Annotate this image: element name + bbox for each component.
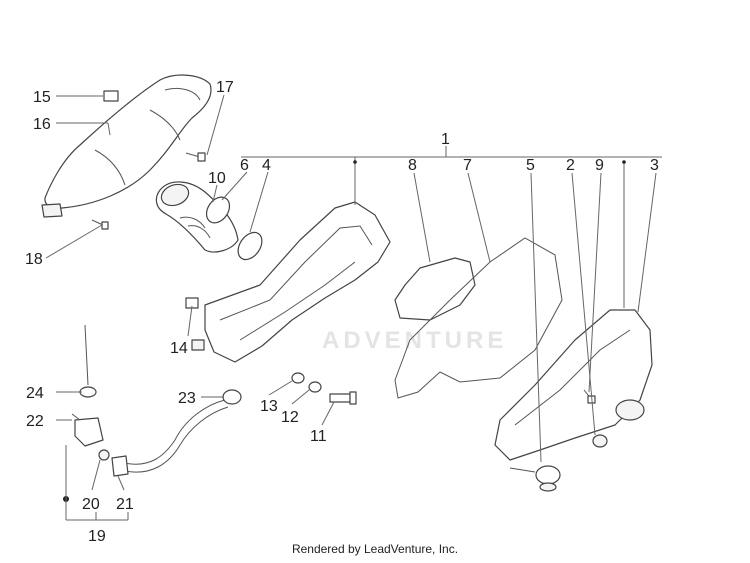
drain-pipe-part-23 bbox=[119, 389, 242, 473]
plug-part-2 bbox=[592, 434, 608, 448]
hose-part-10 bbox=[155, 181, 239, 253]
callout-18: 18 bbox=[25, 251, 43, 268]
callout-6: 6 bbox=[240, 157, 249, 174]
callout-labels: 1 2 3 4 5 6 7 8 9 10 11 12 13 14 15 16 1… bbox=[25, 79, 659, 545]
drain-screw-part-5 bbox=[509, 465, 561, 492]
callout-11: 11 bbox=[310, 428, 327, 445]
callout-16: 16 bbox=[33, 116, 51, 133]
callout-13: 13 bbox=[260, 398, 278, 415]
screw-part-22 bbox=[71, 413, 81, 421]
callout-7: 7 bbox=[463, 157, 472, 174]
callout-15: 15 bbox=[33, 89, 51, 106]
callout-4: 4 bbox=[262, 157, 271, 174]
callout-24: 24 bbox=[26, 385, 44, 402]
callout-5: 5 bbox=[526, 157, 535, 174]
screw-part-17 bbox=[185, 152, 206, 162]
clip-part-15 bbox=[103, 90, 119, 102]
callout-2: 2 bbox=[566, 157, 575, 174]
leader-lines bbox=[45, 94, 662, 521]
callout-17: 17 bbox=[216, 79, 234, 96]
intake-duct-part-16 bbox=[41, 74, 212, 218]
dot-marker bbox=[622, 160, 626, 164]
callout-8: 8 bbox=[408, 157, 417, 174]
callout-10: 10 bbox=[208, 170, 226, 187]
cover-part-3 bbox=[494, 309, 653, 461]
clamp-part-6 bbox=[205, 196, 231, 224]
callout-14: 14 bbox=[170, 340, 188, 357]
air-box-body bbox=[191, 201, 391, 363]
callout-20: 20 bbox=[82, 496, 100, 513]
callout-9: 9 bbox=[595, 157, 604, 174]
bolt-part-11 bbox=[329, 391, 357, 405]
clamp-part-4 bbox=[237, 231, 263, 261]
callout-1: 1 bbox=[441, 131, 450, 148]
drain-valve-part-19 bbox=[74, 324, 129, 477]
callout-23: 23 bbox=[178, 390, 196, 407]
washer-part-13 bbox=[291, 372, 305, 384]
dot-marker bbox=[353, 160, 357, 164]
callout-3: 3 bbox=[650, 157, 659, 174]
washer-part-12 bbox=[308, 381, 322, 393]
callout-22: 22 bbox=[26, 413, 44, 430]
watermark-text: ADVENTURE bbox=[322, 327, 507, 354]
screw-part-18 bbox=[91, 219, 109, 230]
callout-19: 19 bbox=[88, 528, 106, 545]
filter-element-part-8 bbox=[394, 257, 476, 321]
gasket-part-7 bbox=[394, 237, 563, 399]
footer-credit: Rendered by LeadVenture, Inc. bbox=[291, 542, 459, 556]
callout-12: 12 bbox=[281, 409, 299, 426]
callout-21: 21 bbox=[116, 496, 134, 513]
